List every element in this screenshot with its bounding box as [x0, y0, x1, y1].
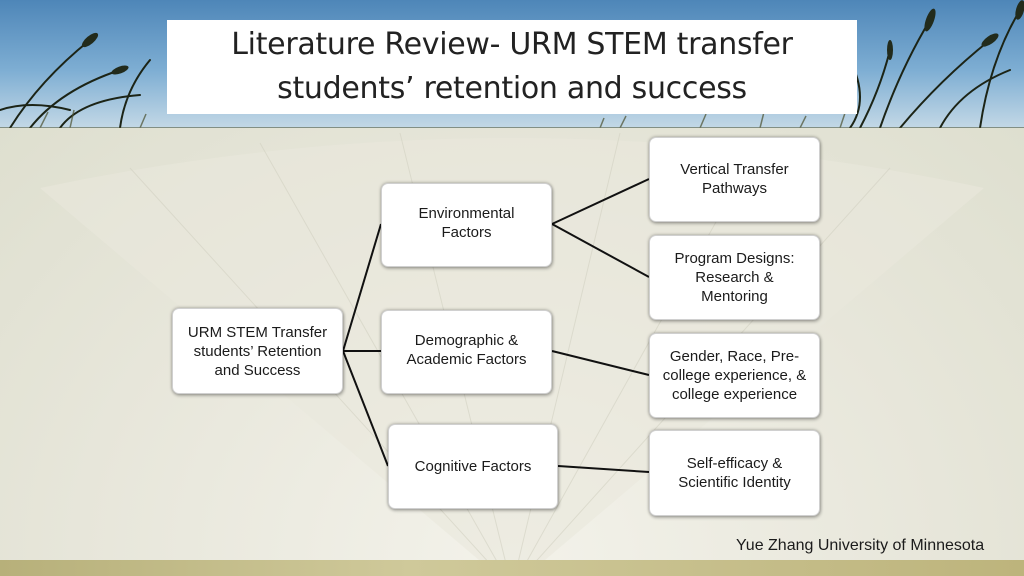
node-demographic-line-2: Academic Factors: [406, 351, 527, 368]
node-environmental: Environmental Factors: [381, 183, 552, 267]
connector-root-environmental: [342, 223, 382, 352]
node-program-designs-line-2: Research &: [695, 269, 774, 286]
connector-environmental-vertical: [551, 178, 650, 225]
node-demographic: Demographic & Academic Factors: [381, 310, 552, 394]
node-root: URM STEM Transfer students’ Retention an…: [172, 308, 343, 394]
node-gender-race-line-3: college experience: [671, 386, 798, 403]
title-box: Literature Review- URM STEM transfer stu…: [167, 20, 857, 114]
node-environmental-line-1: Environmental: [418, 205, 515, 222]
connector-root-cognitive: [342, 350, 389, 467]
node-self-efficacy-line-1: Self-efficacy &: [686, 455, 783, 472]
node-self-efficacy-line-2: Scientific Identity: [678, 474, 791, 491]
connector-demographic-gender: [551, 350, 650, 376]
node-self-efficacy: Self-efficacy & Scientific Identity: [649, 430, 820, 516]
node-cognitive-line-1: Cognitive Factors: [414, 458, 532, 475]
node-program-designs-line-3: Mentoring: [701, 288, 768, 305]
node-root-line-1: URM STEM Transfer: [187, 323, 328, 341]
node-root-line-3: and Success: [214, 361, 301, 379]
node-vertical-transfer-line-2: Pathways: [701, 180, 768, 197]
connector-cognitive-selfefficacy: [557, 465, 650, 473]
node-gender-race-line-1: Gender, Race, Pre-: [669, 348, 800, 365]
node-vertical-transfer-line-1: Vertical Transfer: [680, 161, 789, 178]
node-gender-race: Gender, Race, Pre- college experience, &…: [649, 333, 820, 418]
connector-environmental-program: [551, 223, 650, 278]
bottom-strip: [0, 560, 1024, 576]
node-vertical-transfer: Vertical Transfer Pathways: [649, 137, 820, 222]
node-root-line-2: students’ Retention: [193, 342, 322, 360]
title-line-1: Literature Review- URM STEM transfer: [231, 27, 793, 62]
node-program-designs-line-1: Program Designs:: [674, 250, 795, 267]
node-program-designs: Program Designs: Research & Mentoring: [649, 235, 820, 320]
title-line-2: students’ retention and success: [277, 71, 747, 106]
node-gender-race-line-2: college experience, &: [662, 367, 807, 384]
author-credit: Yue Zhang University of Minnesota: [736, 537, 985, 554]
node-environmental-line-2: Factors: [441, 224, 492, 241]
node-cognitive: Cognitive Factors: [388, 424, 558, 509]
node-demographic-line-1: Demographic &: [414, 332, 519, 349]
